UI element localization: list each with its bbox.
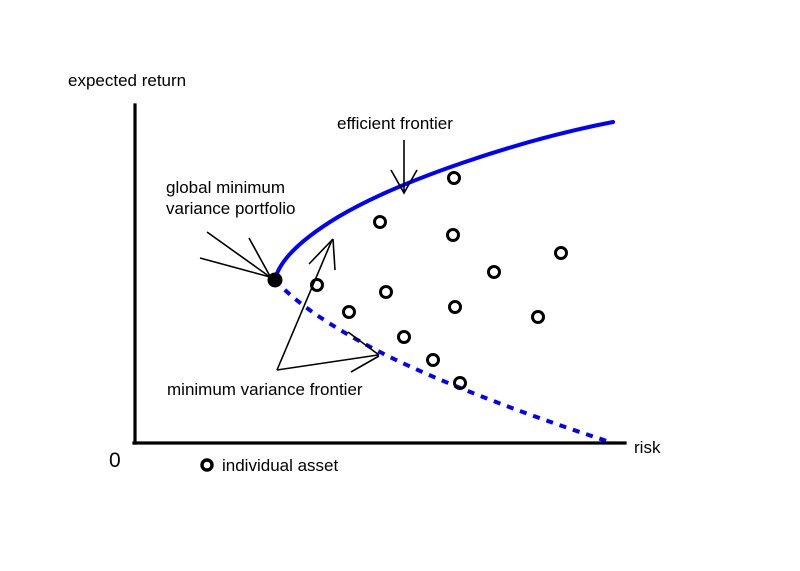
asset-point — [531, 310, 545, 324]
gmv-portfolio-label-line1: global minimum — [166, 178, 286, 197]
minimum-variance-frontier-arrow-upper — [276, 238, 336, 371]
minimum-variance-frontier-label: minimum variance frontier — [167, 380, 363, 399]
asset-point — [342, 305, 356, 319]
asset-point — [373, 215, 387, 229]
legend-marker-individual-asset — [200, 458, 214, 472]
minimum-variance-frontier-lower-curve — [273, 278, 614, 445]
asset-point — [310, 278, 324, 292]
asset-point — [448, 300, 462, 314]
y-axis-label: expected return — [68, 71, 187, 90]
legend-label-individual-asset: individual asset — [222, 456, 339, 475]
asset-point — [487, 265, 501, 279]
asset-point — [426, 353, 440, 367]
gmv-portfolio-label-line2: variance portfolio — [166, 199, 296, 218]
asset-point — [379, 285, 393, 299]
efficient-frontier-label: efficient frontier — [337, 114, 453, 133]
axes — [132, 103, 627, 445]
gmv-portfolio-label: global minimum variance portfolio — [166, 177, 295, 219]
asset-point — [554, 246, 568, 260]
origin-label: 0 — [109, 449, 121, 472]
gmv-portfolio-arrow — [199, 231, 272, 279]
individual-asset-points — [310, 171, 568, 390]
asset-point — [453, 376, 467, 390]
efficient-frontier-arrow — [390, 140, 418, 195]
minimum-variance-frontier-arrow-lower — [276, 331, 380, 373]
gmv-portfolio-point — [267, 272, 283, 288]
efficient-frontier-curve — [273, 120, 615, 282]
x-axis-label: risk — [634, 438, 661, 457]
asset-point — [447, 171, 461, 185]
asset-point — [397, 330, 411, 344]
asset-point — [446, 228, 460, 242]
